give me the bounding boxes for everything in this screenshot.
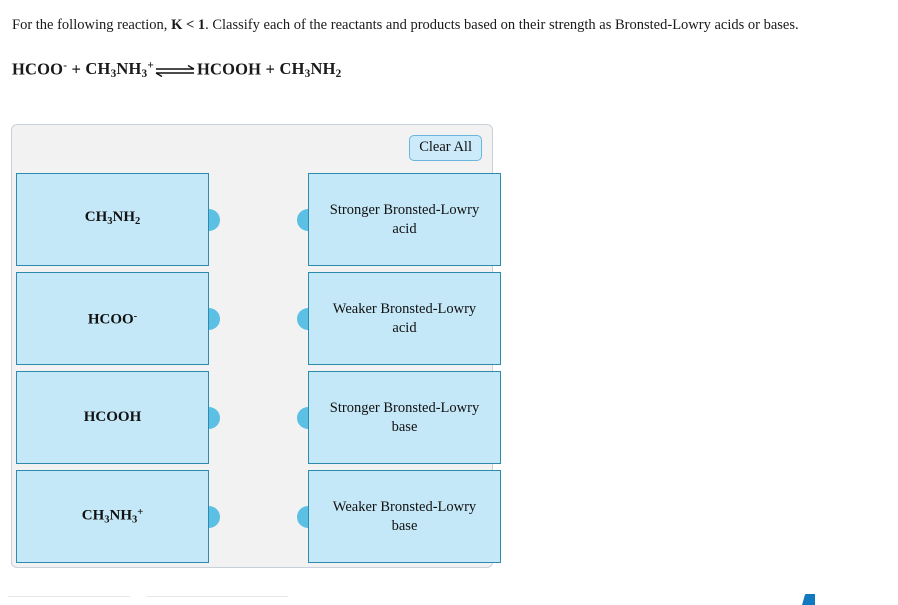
connector-nub-icon[interactable] <box>297 505 308 528</box>
connector-nub-icon[interactable] <box>209 208 220 231</box>
match-tile-label: Weaker Bronsted-Lowry base <box>332 498 477 534</box>
equilibrium-arrow-icon <box>154 64 196 78</box>
connector-nub-icon[interactable] <box>297 406 308 429</box>
partial-logo-icon <box>802 594 815 605</box>
page-divider-right <box>146 596 288 597</box>
match-tile-label: Stronger Bronsted-Lowry acid <box>329 201 480 237</box>
equation-product-2-sub-2: 2 <box>335 68 342 81</box>
match-tile-stronger-base[interactable]: Stronger Bronsted-Lowry base <box>297 371 501 464</box>
chemical-equation: HCOO- + CH3NH3+ HCOOH + CH3NH2 <box>12 56 341 85</box>
match-tile-label: Stronger Bronsted-Lowry base <box>329 399 480 435</box>
equation-product-2-a: CH <box>279 59 305 79</box>
connector-nub-icon[interactable] <box>209 406 220 429</box>
match-tile-ch3nh2[interactable]: CH3NH2 <box>16 173 220 266</box>
match-tile-hcooh[interactable]: HCOOH <box>16 371 220 464</box>
match-tile-weaker-base[interactable]: Weaker Bronsted-Lowry base <box>297 470 501 563</box>
equation-reactant-2-charge: + <box>147 60 154 72</box>
equation-reactant-1: HCOO <box>12 59 64 79</box>
connector-nub-icon[interactable] <box>297 307 308 330</box>
equation-plus-2: + <box>261 59 280 79</box>
equation-reactant-2-a: CH <box>85 59 111 79</box>
equation-reactant-2: CH3NH3+ <box>85 59 154 81</box>
match-tile-label: HCOOH <box>83 409 142 425</box>
match-tile-weaker-acid[interactable]: Weaker Bronsted-Lowry acid <box>297 272 501 365</box>
connector-nub-icon[interactable] <box>209 505 220 528</box>
question-text-before: For the following reaction, <box>12 17 172 33</box>
question-prompt: For the following reaction, K < 1. Class… <box>12 16 872 34</box>
match-tile-label: HCOO- <box>87 311 138 328</box>
panel-toolbar: Clear All <box>409 135 482 162</box>
equation-reactant-2-sub-2: 3 <box>141 68 148 81</box>
match-tile-hcoo-minus[interactable]: HCOO- <box>16 272 220 365</box>
match-tile-stronger-acid[interactable]: Stronger Bronsted-Lowry acid <box>297 173 501 266</box>
clear-all-button[interactable]: Clear All <box>409 135 482 161</box>
equation-product-2-b: NH <box>310 59 336 79</box>
equation-product-2-sub-1: 3 <box>304 68 311 81</box>
equation-product-2: CH3NH2 <box>279 59 342 81</box>
equation-product-1: HCOOH <box>196 59 262 79</box>
question-text-after: . Classify each of the reactants and pro… <box>205 17 799 33</box>
connector-nub-icon[interactable] <box>209 307 220 330</box>
connector-nub-icon[interactable] <box>297 208 308 231</box>
match-tile-ch3nh3-plus[interactable]: CH3NH3+ <box>16 470 220 563</box>
question-emphasis: K < 1 <box>171 17 206 33</box>
match-tile-label: CH3NH3+ <box>81 507 144 526</box>
page-divider-left <box>8 596 130 597</box>
equation-reactant-2-b: NH <box>116 59 142 79</box>
equation-reactant-2-sub-1: 3 <box>110 68 117 81</box>
match-tile-label: CH3NH2 <box>84 209 141 227</box>
equation-plus-1: + <box>67 59 86 79</box>
match-tile-label: Weaker Bronsted-Lowry acid <box>332 300 477 336</box>
equation-reactant-1-charge: - <box>63 60 68 72</box>
